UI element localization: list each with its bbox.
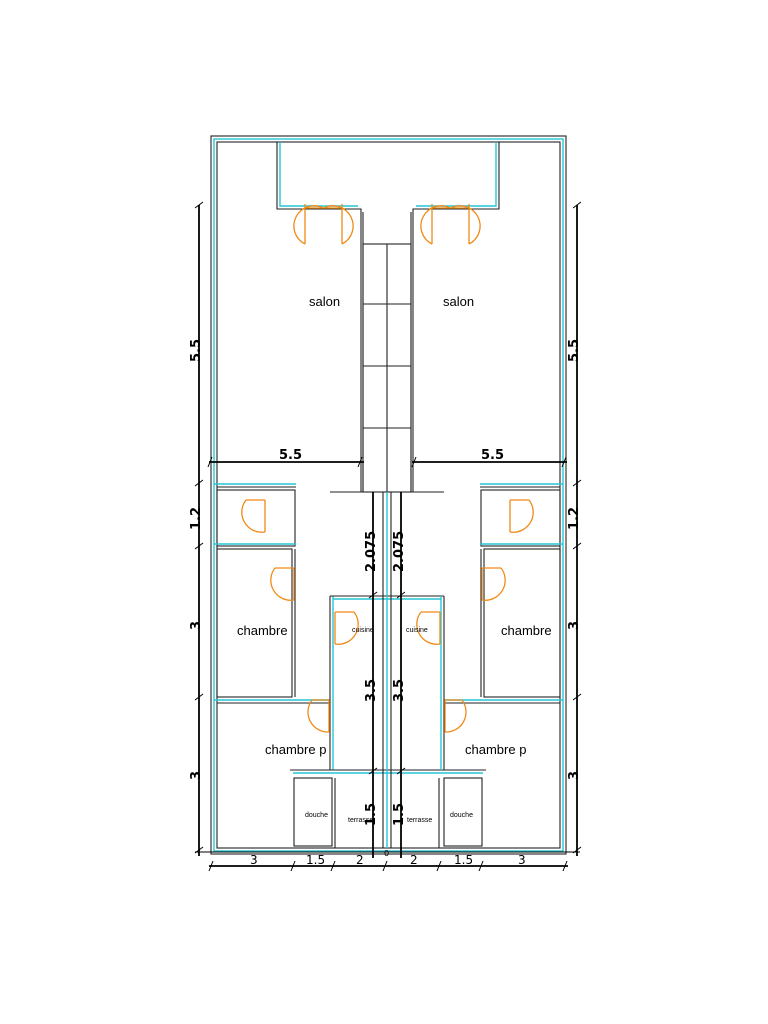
balcony-walls — [276, 142, 500, 492]
room-labels: salon salon chambre chambre chambre p ch… — [237, 294, 552, 824]
dim-bottom-4: 2 — [410, 853, 418, 867]
right-wing-walls — [438, 489, 563, 848]
door-chambre-p-right — [444, 699, 467, 733]
room-label-douche-left: douche — [305, 812, 328, 819]
dim-center-gap: 0 — [384, 849, 389, 858]
room-label-chambre-right: chambre — [501, 623, 552, 638]
door-wc-right — [509, 499, 534, 533]
room-label-salon-right: salon — [443, 294, 474, 309]
dim-center-left-cuisine: 3.5 — [364, 679, 379, 702]
dim-bottom-6: 3 — [518, 853, 526, 867]
dim-left-wc-height: 1.2 — [189, 507, 204, 530]
dim-bottom-2: 1.5 — [306, 853, 325, 867]
dim-center-right-corridor: 2.075 — [392, 531, 407, 572]
dim-right-salon-width: 5.5 — [481, 448, 504, 463]
door-salon-right — [420, 204, 481, 245]
dim-bottom-5: 1.5 — [454, 853, 473, 867]
dim-center-right-terrasse: 1.5 — [392, 803, 407, 826]
dim-bottom-1: 3 — [250, 853, 258, 867]
dim-left-salon-width: 5.5 — [279, 448, 302, 463]
room-label-salon-left: salon — [309, 294, 340, 309]
dim-right-wc-height: 1.2 — [567, 507, 582, 530]
room-label-terrasse-left: terrasse — [348, 817, 373, 824]
door-cuisine-left — [334, 611, 359, 645]
staircase — [330, 243, 444, 493]
room-label-cuisine-right: cuisine — [406, 627, 428, 634]
dimension-labels: 5.5 5.5 5.5 5.5 1.2 1.2 3 3 3 3 2.075 2.… — [189, 339, 582, 867]
door-wc-left — [241, 499, 266, 533]
dim-left-salon-height: 5.5 — [189, 339, 204, 362]
door-salon-left — [293, 204, 354, 245]
room-label-chambre-p-right: chambre p — [465, 742, 526, 757]
room-label-chambre-p-left: chambre p — [265, 742, 326, 757]
dim-center-left-corridor: 2.075 — [364, 531, 379, 572]
left-wing-walls — [214, 489, 486, 848]
door-chambre-p-left — [307, 699, 330, 733]
door-chambre-left — [270, 567, 295, 601]
room-label-chambre-left: chambre — [237, 623, 288, 638]
door-chambre-right — [481, 567, 506, 601]
room-label-douche-right: douche — [450, 812, 473, 819]
center-wall — [382, 492, 392, 848]
room-label-terrasse-right: terrasse — [407, 817, 432, 824]
door-cuisine-right — [416, 611, 441, 645]
dim-right-chambre-height: 3 — [567, 621, 582, 630]
room-label-cuisine-left: cuisine — [352, 627, 374, 634]
dim-left-chambre-p-height: 3 — [189, 771, 204, 780]
doors — [241, 204, 534, 733]
dim-left-chambre-height: 3 — [189, 621, 204, 630]
dim-bottom-3: 2 — [356, 853, 364, 867]
dim-center-right-cuisine: 3.5 — [392, 679, 407, 702]
dimension-lines — [194, 201, 582, 872]
salon-bottom-walls — [214, 483, 563, 488]
dim-right-salon-height: 5.5 — [567, 339, 582, 362]
dim-right-chambre-p-height: 3 — [567, 771, 582, 780]
dim-center-left-terrasse: 1.5 — [364, 803, 379, 826]
